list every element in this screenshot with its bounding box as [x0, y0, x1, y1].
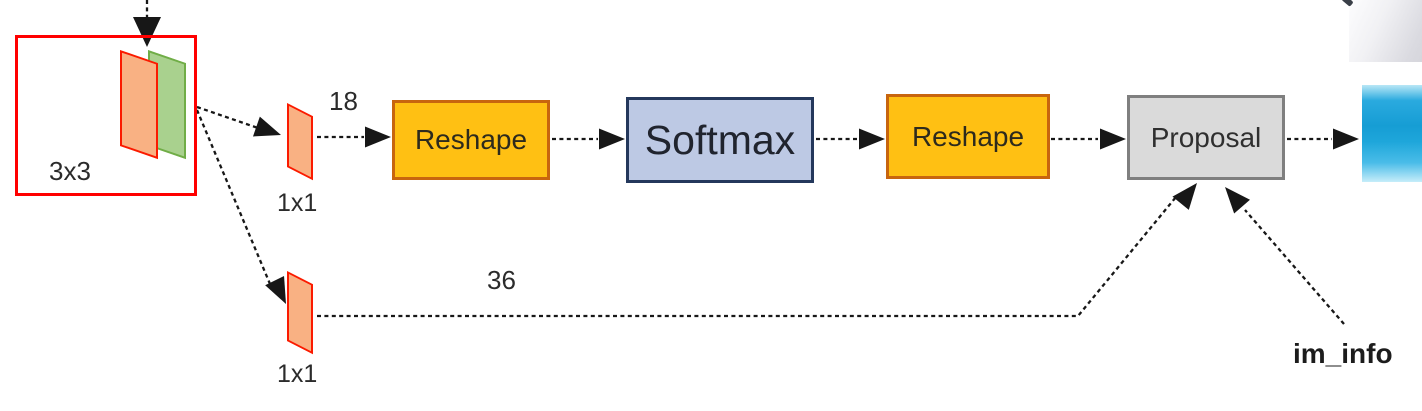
arrowhead-reg-icon	[265, 276, 286, 304]
label-channels-36: 36	[487, 265, 516, 295]
arrowhead-iminfo-icon	[1225, 187, 1250, 214]
corner-artifact	[1349, 0, 1422, 62]
connector-iminfo-to-proposal	[1244, 209, 1345, 325]
connector-conv3x3-to-reg1x1	[195, 109, 272, 285]
arrowhead-reshape2-icon	[859, 128, 885, 150]
highlight-frame	[15, 35, 197, 196]
reshape1-node: Reshape	[392, 100, 550, 180]
arrowhead-cls-icon	[252, 116, 281, 137]
arrowhead-reg-to-proposal-icon	[1172, 183, 1197, 210]
conv1x1-cls-plane	[287, 103, 313, 181]
arrowhead-output-icon	[1333, 128, 1359, 150]
reshape2-node: Reshape	[886, 94, 1050, 179]
arrowhead-proposal-icon	[1100, 128, 1126, 150]
conv1x1-reg-plane	[287, 271, 313, 355]
label-channels-18: 18	[329, 86, 358, 116]
label-kernel-1x1-reg: 1x1	[277, 360, 318, 388]
output-feature-map	[1362, 85, 1422, 182]
arrowhead-softmax-icon	[599, 128, 625, 150]
softmax-node: Softmax	[626, 97, 814, 183]
label-kernel-1x1-cls: 1x1	[277, 189, 318, 217]
arrowhead-reshape1-icon	[365, 126, 391, 148]
arrowhead-input-icon	[133, 17, 161, 47]
connector-conv3x3-to-cls1x1	[196, 105, 259, 130]
label-kernel-3x3: 3x3	[49, 156, 91, 186]
proposal-node: Proposal	[1127, 95, 1285, 180]
label-im-info: im_info	[1293, 338, 1393, 369]
connector-reg1x1-to-proposal	[317, 196, 1177, 318]
